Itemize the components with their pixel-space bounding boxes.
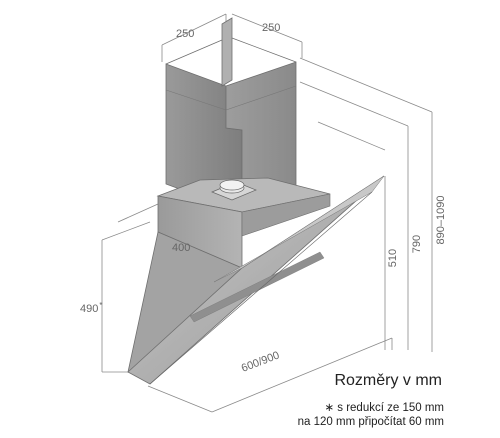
legend-title: Rozměry v mm: [334, 372, 442, 389]
legend-note-line-1: ∗ s redukcí ze 150 mm: [324, 402, 444, 414]
dim-hood-depth: 400: [172, 242, 190, 254]
dim-hood-height: 490*: [80, 301, 102, 315]
hood-body: [156, 177, 331, 269]
dim-hood-width: 600/900: [240, 349, 281, 374]
hood-glass-panel: [127, 175, 385, 385]
dim-height-range: 890–1090: [435, 196, 447, 245]
dim-chimney-width-right: 250: [262, 22, 280, 34]
chimney: [165, 17, 297, 213]
legend-note-line-2: na 120 mm připočítat 60 mm: [297, 416, 444, 428]
dim-height-510: 510: [387, 249, 399, 267]
dim-chimney-width-left: 250: [176, 28, 194, 40]
dim-height-790: 790: [411, 235, 423, 253]
